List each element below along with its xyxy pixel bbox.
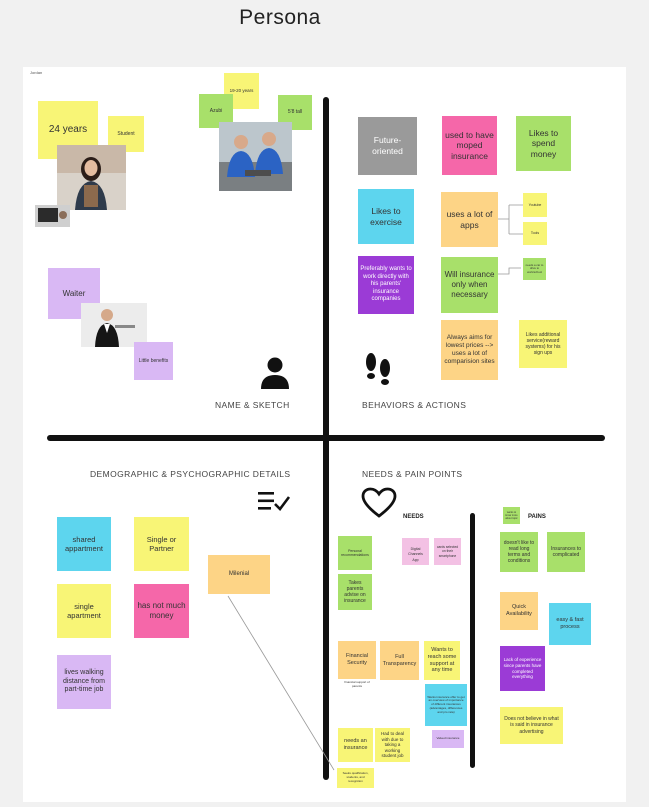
sticky-note[interactable]: needs a car to drive to work/school [523,258,546,280]
section-needs-pain-points: NEEDS & PAIN POINTS [362,469,463,479]
sticky-note[interactable]: Valued insurance [432,730,464,748]
section-behaviors-actions: BEHAVIORS & ACTIONS [362,400,467,410]
sticky-note[interactable]: Lack of experience since parents have co… [500,646,545,691]
footprints-icon [362,352,394,392]
horizontal-axis [47,435,605,441]
sticky-note[interactable]: Youtube [523,193,547,217]
sticky-note[interactable]: shared appartment [57,517,111,571]
sticky-note[interactable]: Always aims for lowest prices --> uses a… [441,320,498,380]
sticky-note[interactable]: Student [108,116,144,152]
sticky-note[interactable]: uses a lot of apps [441,192,498,247]
sticky-note[interactable]: Wants insurance offer to get an overview… [425,684,467,726]
sticky-note[interactable]: Likes to spend money [516,116,571,171]
sticky-note[interactable]: Personal recommendations [338,536,372,570]
sticky-note[interactable]: Preferably wants to work directly with h… [358,256,414,314]
section-demographic: DEMOGRAPHIC & PSYCHOGRAPHIC DETAILS [90,469,291,479]
sticky-note[interactable]: Full Transparency [380,641,419,680]
connector-lines [498,204,523,235]
needs-column-header: NEEDS [403,514,424,520]
sticky-note[interactable]: Insurances to complicated [547,532,585,572]
sticky-note[interactable]: Seeks qualification, students, and recog… [337,768,374,788]
sticky-note[interactable]: Takes parents advise on insurance [338,574,372,610]
sticky-note[interactable]: Financial Security [338,641,376,679]
waiter-photo [81,303,147,347]
sticky-note[interactable]: wants to know more about topic [503,507,520,524]
apprentices-photo [219,122,292,191]
connector-line [227,595,335,771]
sticky-note[interactable]: easy & fast process [549,603,591,645]
sticky-note[interactable]: Tools [523,222,547,245]
board-label: Jordan [30,70,43,75]
sticky-note[interactable]: Likes additional service(reward systems)… [519,320,567,368]
sticky-note[interactable]: lives walking distance from part-time jo… [57,655,111,709]
sticky-note[interactable]: used to have moped insurance [442,116,497,175]
sticky-note[interactable]: Will insurance only when necessary [441,257,498,313]
student-photo [57,145,126,210]
needs-pains-divider [470,513,475,768]
sticky-note[interactable]: needs an insurance [338,728,373,762]
sticky-note[interactable]: Future-oriented [358,117,417,175]
sticky-note[interactable]: has not much money [134,584,189,638]
pains-column-header: PAINS [528,514,546,520]
person-icon [259,356,291,390]
laptop-photo [35,205,70,227]
section-name-sketch: NAME & SKETCH [215,400,290,410]
sticky-note[interactable]: Likes to exercise [358,189,414,244]
sticky-note[interactable]: Does not believe in what is said in insu… [500,707,563,744]
sticky-note[interactable]: App [412,557,419,562]
sticky-note[interactable]: doesn't like to read long terms and cond… [500,532,538,572]
sticky-note[interactable]: Had to deal with due to taking a working… [375,728,410,762]
sticky-note[interactable]: Digital Channels [402,538,429,565]
connector-line [498,267,521,275]
heart-icon [361,487,397,519]
sticky-note[interactable]: Little benefits [134,342,173,380]
sticky-note[interactable]: Milenial [208,555,270,594]
page-title: Persona [239,6,321,29]
sticky-note[interactable]: Quick Availability [500,592,538,630]
checklist-icon [257,489,291,513]
sticky-note[interactable]: Single or Partner [134,517,189,571]
sticky-note[interactable]: financial support of parents [344,680,370,688]
sticky-note[interactable]: single apartment [57,584,111,638]
sticky-note[interactable]: Wants to reach some support at any time [424,641,460,680]
sticky-note[interactable]: cards selected on their smartphone [434,538,461,565]
